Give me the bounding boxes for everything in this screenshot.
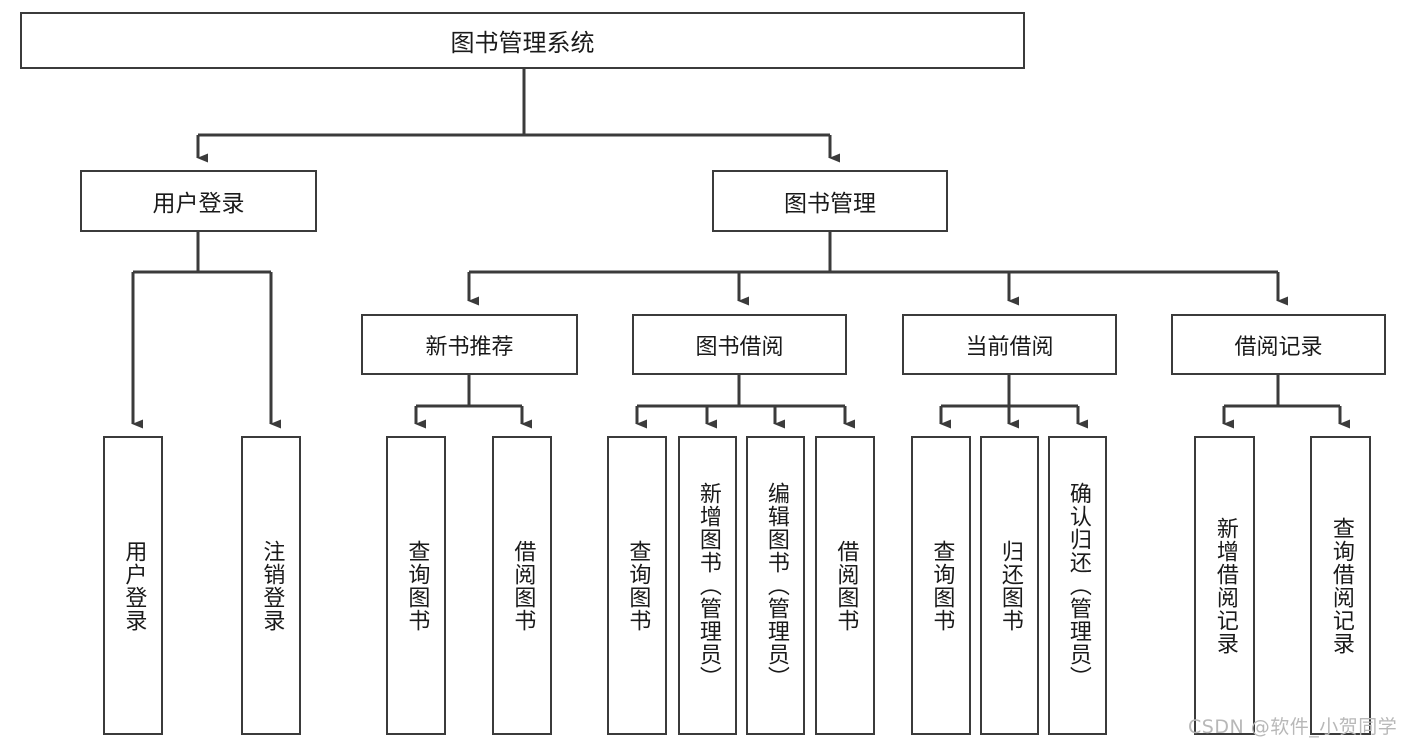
node-leaf-borrow-book-1-label: 借阅图书	[510, 539, 536, 632]
node-leaf-add-record-label: 新增借阅记录	[1212, 516, 1238, 655]
node-book-management-label: 图书管理	[784, 191, 876, 217]
node-leaf-borrow-book-2[interactable]: 借阅图书	[815, 436, 875, 735]
node-user-login[interactable]: 用户登录	[80, 170, 317, 232]
node-leaf-add-book-label: 新增图书（管理员）	[695, 482, 721, 689]
node-book-borrow[interactable]: 图书借阅	[632, 314, 847, 375]
node-leaf-user-login[interactable]: 用户登录	[103, 436, 163, 735]
node-current-borrow-label: 当前借阅	[965, 334, 1054, 360]
node-leaf-return-book[interactable]: 归还图书	[980, 436, 1039, 735]
node-leaf-borrow-book-2-label: 借阅图书	[833, 539, 859, 632]
node-leaf-query-book-1-label: 查询图书	[404, 539, 430, 632]
node-root-label: 图书管理系统	[450, 29, 595, 57]
node-current-borrow[interactable]: 当前借阅	[902, 314, 1117, 375]
node-leaf-add-book[interactable]: 新增图书（管理员）	[678, 436, 737, 735]
node-root[interactable]: 图书管理系统	[20, 12, 1025, 69]
node-leaf-confirm-return-label: 确认归还（管理员）	[1065, 482, 1091, 689]
node-leaf-query-book-2[interactable]: 查询图书	[607, 436, 667, 735]
watermark-text: CSDN @软件_小贺同学	[1188, 716, 1398, 738]
node-user-login-label: 用户登录	[152, 191, 245, 217]
node-book-borrow-label: 图书借阅	[695, 334, 784, 360]
node-new-book-recommend[interactable]: 新书推荐	[361, 314, 578, 375]
node-book-management[interactable]: 图书管理	[712, 170, 948, 232]
node-leaf-query-record-label: 查询借阅记录	[1328, 516, 1354, 655]
node-borrow-record-label: 借阅记录	[1234, 334, 1323, 360]
node-leaf-borrow-book-1[interactable]: 借阅图书	[492, 436, 552, 735]
node-leaf-edit-book-label: 编辑图书（管理员）	[763, 482, 789, 689]
node-leaf-add-record[interactable]: 新增借阅记录	[1194, 436, 1255, 735]
node-leaf-logout-login-label: 注销登录	[259, 539, 285, 632]
node-leaf-logout-login[interactable]: 注销登录	[241, 436, 301, 735]
node-leaf-edit-book[interactable]: 编辑图书（管理员）	[746, 436, 805, 735]
node-leaf-query-book-3[interactable]: 查询图书	[911, 436, 971, 735]
node-leaf-query-book-3-label: 查询图书	[929, 539, 955, 632]
node-leaf-query-book-1[interactable]: 查询图书	[386, 436, 446, 735]
node-leaf-query-record[interactable]: 查询借阅记录	[1310, 436, 1371, 735]
node-leaf-query-book-2-label: 查询图书	[625, 539, 651, 632]
node-leaf-confirm-return[interactable]: 确认归还（管理员）	[1048, 436, 1107, 735]
node-leaf-user-login-label: 用户登录	[121, 539, 147, 632]
node-leaf-return-book-label: 归还图书	[997, 539, 1023, 632]
node-borrow-record[interactable]: 借阅记录	[1171, 314, 1386, 375]
node-new-book-recommend-label: 新书推荐	[425, 334, 514, 360]
